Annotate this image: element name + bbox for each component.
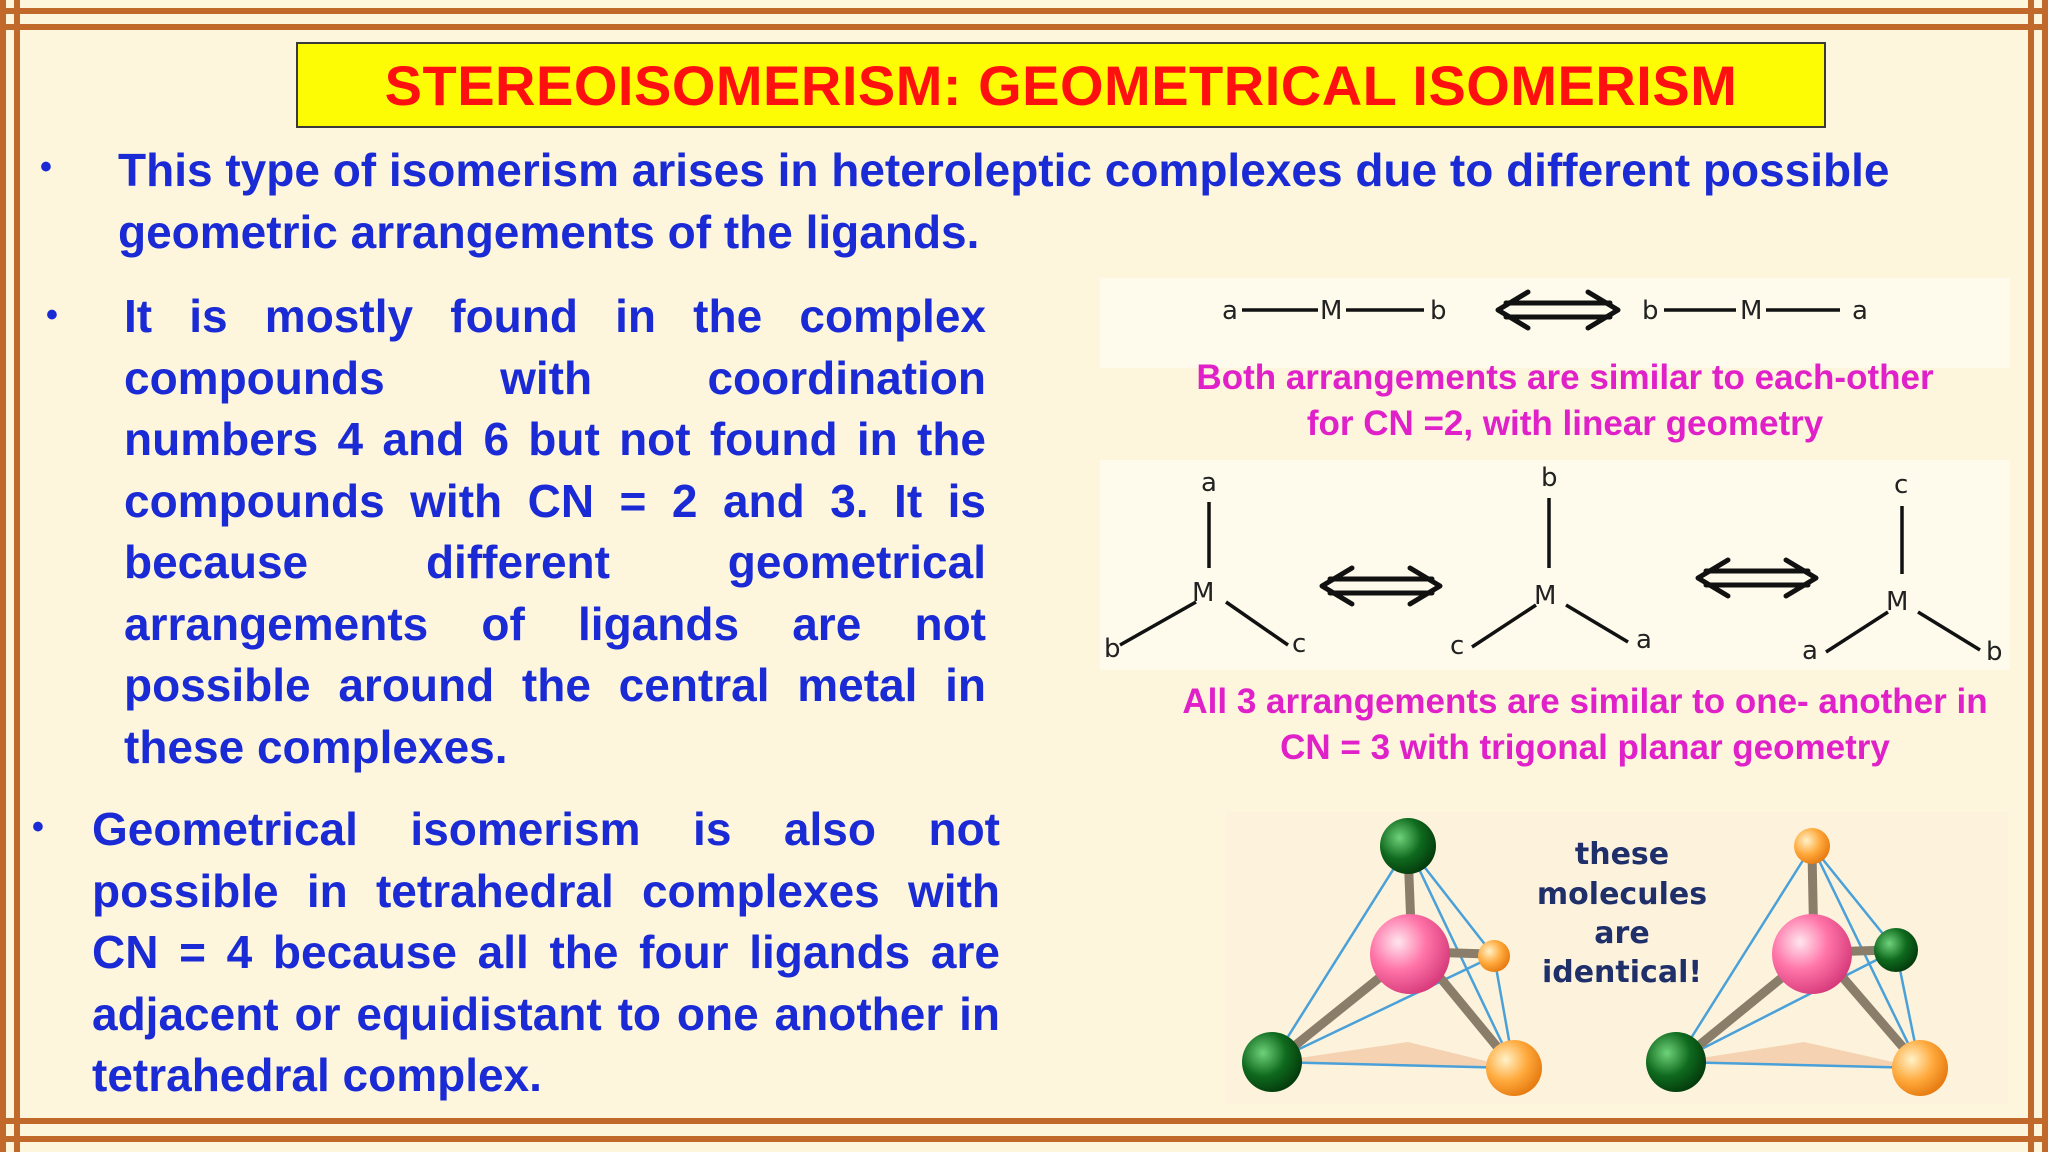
tetrahedron-left <box>1242 818 1542 1096</box>
bullet-text-1: This type of isomerism arises in heterol… <box>118 144 1890 258</box>
metal-label: M <box>1740 296 1762 326</box>
trigonal-geometry-panel: a M b c b M c a c M a b <box>1100 460 2010 670</box>
frame-right-inner <box>2028 0 2034 1152</box>
trigonal-structure-3: c M a b <box>1802 470 2003 667</box>
ligand-label: b <box>1642 296 1659 326</box>
double-headed-arrow-icon <box>1695 557 1819 599</box>
frame-top-inner <box>0 24 2048 30</box>
linear-structure-left: a M b <box>1222 296 1447 326</box>
bullet-marker-3: • <box>32 808 44 846</box>
frame-right-outer <box>2042 0 2048 1152</box>
identical-note: these molecules are identical! <box>1537 837 1707 990</box>
trigonal-caption: All 3 arrangements are similar to one- a… <box>1182 682 1988 767</box>
ligand-label: c <box>1450 631 1464 661</box>
page-title: STEREOISOMERISM: GEOMETRICAL ISOMERISM <box>384 53 1738 117</box>
bullet-marker-1: • <box>40 148 52 186</box>
double-headed-arrow-icon <box>1495 289 1621 331</box>
ligand-label: b <box>1986 637 2003 667</box>
metal-label: M <box>1192 578 1214 608</box>
frame-bottom-inner <box>0 1118 2048 1124</box>
bullet-marker-2: • <box>46 296 58 334</box>
ligand-label: b <box>1104 634 1121 664</box>
linear-structure-right: b M a <box>1642 296 1868 326</box>
linear-geometry-panel: a M b b M a <box>1100 278 2010 368</box>
ligand-label: a <box>1636 625 1652 655</box>
note-line-4: identical! <box>1542 955 1702 990</box>
ligand-label: b <box>1541 463 1558 493</box>
trigonal-structure-1: a M b c <box>1104 468 1306 664</box>
metal-label: M <box>1320 296 1342 326</box>
frame-bottom-outer <box>0 1136 2048 1142</box>
metal-label: M <box>1886 587 1908 617</box>
ligand-label: a <box>1852 296 1868 326</box>
trigonal-structure-2: b M c a <box>1450 463 1652 661</box>
ligand-label: a <box>1802 636 1818 666</box>
note-line-2: molecules <box>1537 877 1707 912</box>
frame-top-outer <box>0 8 2048 14</box>
frame-left-outer <box>0 0 6 1152</box>
double-headed-arrow-icon <box>1319 565 1443 607</box>
ligand-label: c <box>1292 629 1306 659</box>
tetrahedral-illustration: these molecules are identical! <box>1226 812 2008 1104</box>
linear-caption: Both arrangements are similar to each-ot… <box>1196 358 1934 443</box>
ligand-label: a <box>1201 468 1217 498</box>
bullet-text-3: Geometrical isomerism is also not possib… <box>92 803 1000 1101</box>
ligand-label: a <box>1222 296 1238 326</box>
metal-label: M <box>1534 581 1556 611</box>
bullet-text-2: It is mostly found in the complex compou… <box>124 290 986 773</box>
tetrahedron-right <box>1646 828 1948 1096</box>
title-box: STEREOISOMERISM: GEOMETRICAL ISOMERISM <box>296 42 1826 128</box>
frame-left-inner <box>14 0 20 1152</box>
ligand-label: b <box>1430 296 1447 326</box>
ligand-label: c <box>1894 470 1908 500</box>
note-line-3: are <box>1594 916 1649 951</box>
note-line-1: these <box>1575 837 1669 872</box>
